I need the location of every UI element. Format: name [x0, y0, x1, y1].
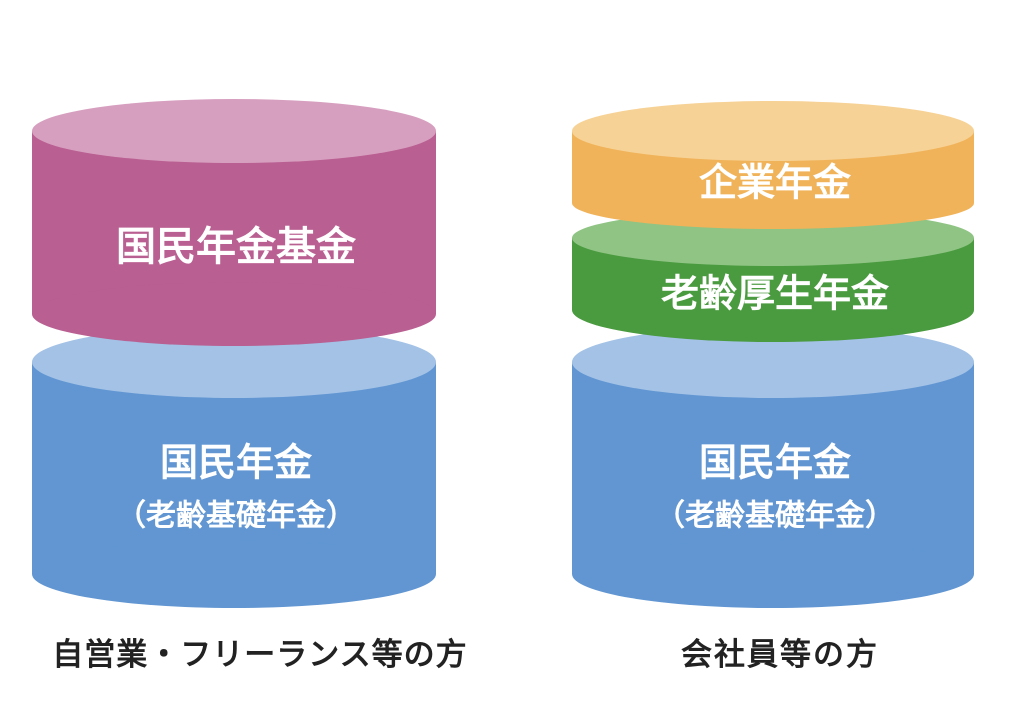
employee-national-pension-subtitle: （老齢基礎年金） — [655, 499, 895, 534]
national-pension-top — [32, 326, 436, 398]
employees-pension-bottom — [572, 278, 974, 342]
national-pension-fund-top — [32, 99, 436, 163]
employee-national-pension-bottom — [572, 540, 974, 608]
employees-pension-title: 老齢厚生年金 — [661, 272, 890, 316]
corporate-pension-title: 企業年金 — [699, 161, 852, 205]
national-pension-bottom — [32, 540, 436, 608]
national-pension-fund-layer: 国民年金基金 — [32, 99, 436, 346]
national-pension-title: 国民年金 — [160, 441, 313, 485]
national-pension-fund-bottom — [32, 282, 436, 346]
self-employed-stack: 国民年金 （老齢基礎年金） 国民年金基金 — [32, 99, 436, 608]
self-employed-caption: 自営業・フリーランス等の方 — [52, 637, 468, 673]
corporate-pension-top — [572, 101, 974, 161]
national-pension-layer: 国民年金 （老齢基礎年金） — [32, 326, 436, 608]
national-pension-fund-title: 国民年金基金 — [116, 224, 357, 270]
corporate-pension-bottom — [572, 177, 974, 229]
employees-pension-layer: 老齢厚生年金 — [572, 210, 974, 342]
employee-national-pension-title: 国民年金 — [699, 441, 852, 485]
corporate-pension-layer: 企業年金 — [572, 101, 974, 229]
employee-stack: 国民年金 （老齢基礎年金） 老齢厚生年金 企業年金 — [572, 101, 974, 608]
employee-national-pension-top — [572, 326, 974, 398]
employee-national-pension-layer: 国民年金 （老齢基礎年金） — [572, 326, 974, 608]
employee-caption: 会社員等の方 — [681, 637, 879, 673]
national-pension-subtitle: （老齢基礎年金） — [116, 499, 356, 534]
